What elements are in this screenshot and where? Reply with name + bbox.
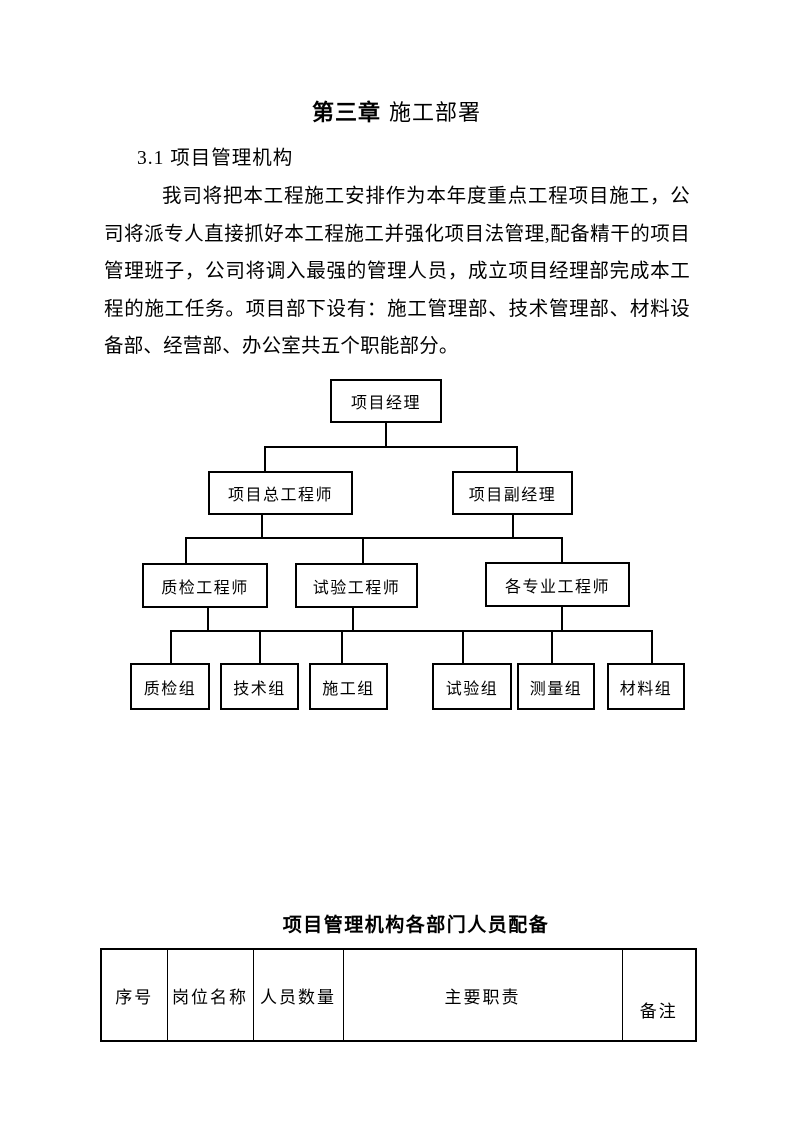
org-node-tech-group: 技术组 [220, 663, 299, 710]
org-node-construction-group: 施工组 [309, 663, 388, 710]
org-node-test-group: 试验组 [432, 663, 512, 710]
section-heading: 3.1 项目管理机构 [137, 148, 294, 169]
connector-line [185, 537, 187, 564]
header-cell-headcount: 人员数量 [252, 948, 344, 1042]
connector-line [462, 630, 464, 664]
connector-line [512, 515, 514, 539]
org-node-specialty-engineers: 各专业工程师 [485, 562, 630, 607]
connector-line [185, 537, 563, 539]
org-node-deputy-manager: 项目副经理 [452, 471, 573, 515]
staffing-table: 序号 岗位名称 人员数量 主要职责 备注 [100, 948, 697, 1042]
header-cell-serial-number: 序号 [100, 948, 168, 1042]
connector-line [651, 630, 653, 664]
org-node-test-engineer: 试验工程师 [295, 563, 418, 608]
chapter-number: 第三章 [311, 100, 381, 125]
connector-line [362, 537, 364, 564]
connector-line [385, 423, 387, 448]
org-node-chief-engineer: 项目总工程师 [208, 471, 353, 515]
connector-line [207, 607, 209, 632]
connector-line [352, 608, 354, 632]
org-node-qc-group: 质检组 [130, 663, 210, 710]
org-node-survey-group: 测量组 [517, 663, 595, 710]
chapter-heading: 第三章施工部署 [0, 95, 793, 127]
chapter-title-text: 施工部署 [389, 100, 482, 125]
header-cell-remarks: 备注 [621, 948, 697, 1042]
header-cell-position-name: 岗位名称 [166, 948, 254, 1042]
org-node-qc-engineer: 质检工程师 [142, 563, 268, 608]
connector-line [561, 607, 563, 632]
org-node-material-group: 材料组 [607, 663, 685, 710]
connector-line [516, 446, 518, 472]
staffing-table-header-row: 序号 岗位名称 人员数量 主要职责 备注 [100, 948, 697, 1042]
connector-line [264, 446, 518, 448]
connector-line [561, 537, 563, 563]
connector-line [341, 630, 343, 664]
staffing-table-title: 项目管理机构各部门人员配备 [282, 915, 550, 936]
org-node-project-manager: 项目经理 [330, 379, 442, 423]
connector-line [170, 630, 172, 664]
connector-line [259, 630, 261, 664]
header-cell-main-duties: 主要职责 [342, 948, 623, 1042]
connector-line [170, 630, 653, 632]
connector-line [264, 446, 266, 472]
connector-line [551, 630, 553, 664]
body-paragraph: 我司将把本工程施工安排作为本年度重点工程项目施工，公司将派专人直接抓好本工程施工… [104, 186, 690, 357]
connector-line [261, 515, 263, 539]
